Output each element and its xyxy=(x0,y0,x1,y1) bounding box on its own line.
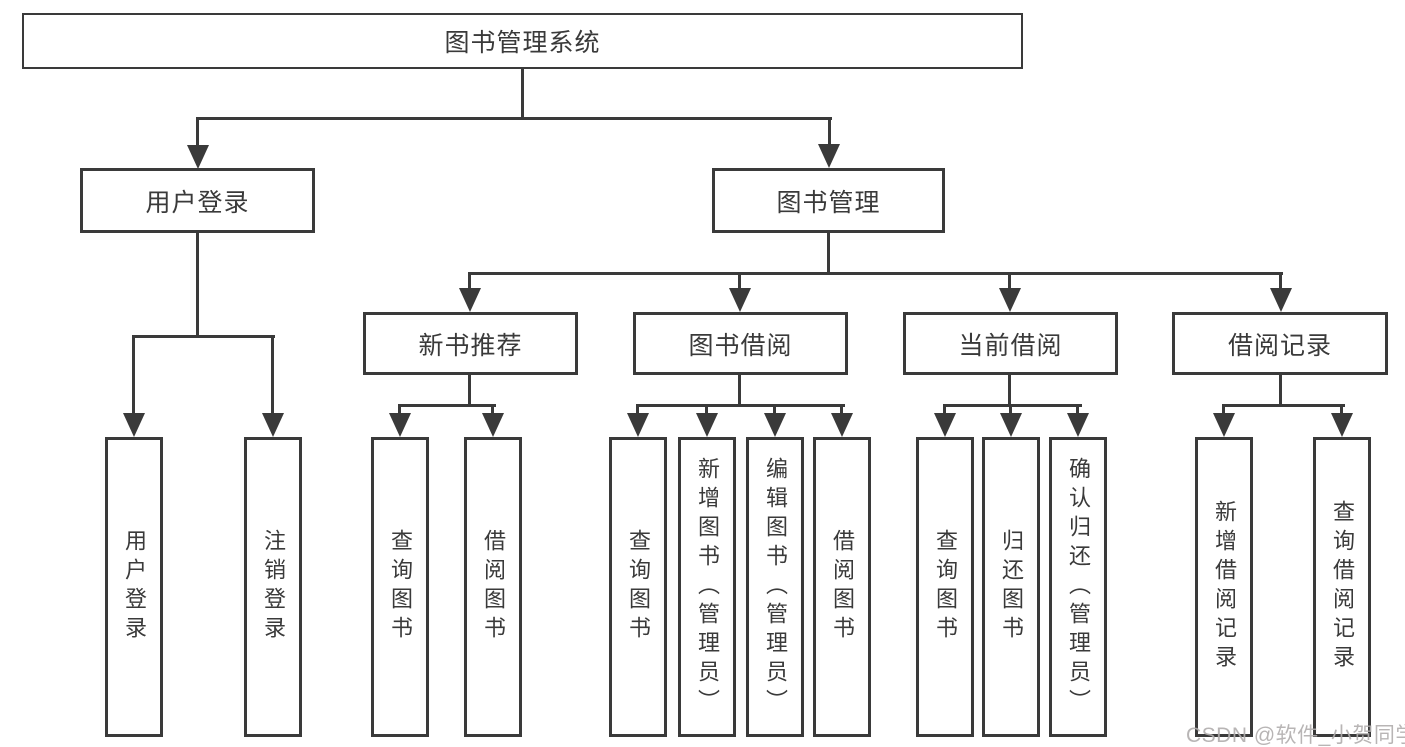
connector-line xyxy=(521,69,524,119)
node-borrow-records: 借阅记录 xyxy=(1172,312,1388,375)
leaf-query-book-recommend: 查询图书 xyxy=(371,437,429,737)
connector-line xyxy=(636,404,845,407)
node-book-management: 图书管理 xyxy=(712,168,945,233)
connector-line xyxy=(196,117,832,120)
arrowhead-down-icon xyxy=(1331,413,1353,437)
arrowhead-down-icon xyxy=(764,413,786,437)
connector-line xyxy=(705,404,708,416)
connector-line xyxy=(1222,404,1345,407)
connector-line xyxy=(271,335,274,417)
arrowhead-down-icon xyxy=(831,413,853,437)
arrowhead-down-icon xyxy=(389,413,411,437)
node-user-login: 用户登录 xyxy=(80,168,315,233)
connector-line xyxy=(468,272,1283,275)
arrowhead-down-icon xyxy=(1067,413,1089,437)
arrowhead-down-icon xyxy=(1270,288,1292,312)
arrowhead-down-icon xyxy=(696,413,718,437)
arrowhead-down-icon xyxy=(934,413,956,437)
connector-line xyxy=(1279,375,1282,407)
node-book-borrow: 图书借阅 xyxy=(633,312,848,375)
connector-line xyxy=(827,233,830,275)
connector-line xyxy=(1076,404,1079,416)
leaf-query-book-current: 查询图书 xyxy=(916,437,974,737)
connector-line xyxy=(738,375,741,407)
connector-line xyxy=(1340,404,1343,416)
node-current-borrow: 当前借阅 xyxy=(903,312,1118,375)
connector-line xyxy=(132,335,135,417)
arrowhead-down-icon xyxy=(262,413,284,437)
node-new-book-recommend: 新书推荐 xyxy=(363,312,578,375)
leaf-return-book: 归还图书 xyxy=(982,437,1040,737)
connector-line xyxy=(828,117,831,147)
leaf-confirm-return-admin: 确认归还（管理员） xyxy=(1049,437,1107,737)
leaf-borrow-book: 借阅图书 xyxy=(813,437,871,737)
leaf-edit-book-admin: 编辑图书（管理员） xyxy=(746,437,804,737)
connector-line xyxy=(1009,404,1012,416)
connector-line xyxy=(943,404,946,416)
connector-line xyxy=(1008,375,1011,407)
arrowhead-down-icon xyxy=(627,413,649,437)
connector-line xyxy=(773,404,776,416)
connector-line xyxy=(398,404,401,416)
connector-line xyxy=(196,117,199,147)
leaf-user-login: 用户登录 xyxy=(105,437,163,737)
connector-line xyxy=(468,272,471,292)
arrowhead-down-icon xyxy=(459,288,481,312)
arrowhead-down-icon xyxy=(999,288,1021,312)
leaf-query-borrow-record: 查询借阅记录 xyxy=(1313,437,1371,737)
arrowhead-down-icon xyxy=(1213,413,1235,437)
arrowhead-down-icon xyxy=(1000,413,1022,437)
node-library-management-system: 图书管理系统 xyxy=(22,13,1023,69)
arrowhead-down-icon xyxy=(187,145,209,169)
arrowhead-down-icon xyxy=(123,413,145,437)
leaf-logout: 注销登录 xyxy=(244,437,302,737)
connector-line xyxy=(491,404,494,416)
leaf-add-book-admin: 新增图书（管理员） xyxy=(678,437,736,737)
connector-line xyxy=(1222,404,1225,416)
leaf-add-borrow-record: 新增借阅记录 xyxy=(1195,437,1253,737)
leaf-query-book-borrow: 查询图书 xyxy=(609,437,667,737)
connector-line xyxy=(196,233,199,338)
arrowhead-down-icon xyxy=(818,144,840,168)
connector-line xyxy=(636,404,639,416)
csdn-watermark: CSDN @软件_小贺同学 xyxy=(1186,724,1405,747)
connector-line xyxy=(943,404,1082,407)
arrowhead-down-icon xyxy=(482,413,504,437)
leaf-borrow-book-recommend: 借阅图书 xyxy=(464,437,522,737)
connector-line xyxy=(840,404,843,416)
connector-line xyxy=(1279,272,1282,292)
connector-line xyxy=(132,335,275,338)
connector-line xyxy=(468,375,471,407)
connector-line xyxy=(738,272,741,292)
connector-line xyxy=(1008,272,1011,292)
arrowhead-down-icon xyxy=(729,288,751,312)
connector-line xyxy=(398,404,496,407)
